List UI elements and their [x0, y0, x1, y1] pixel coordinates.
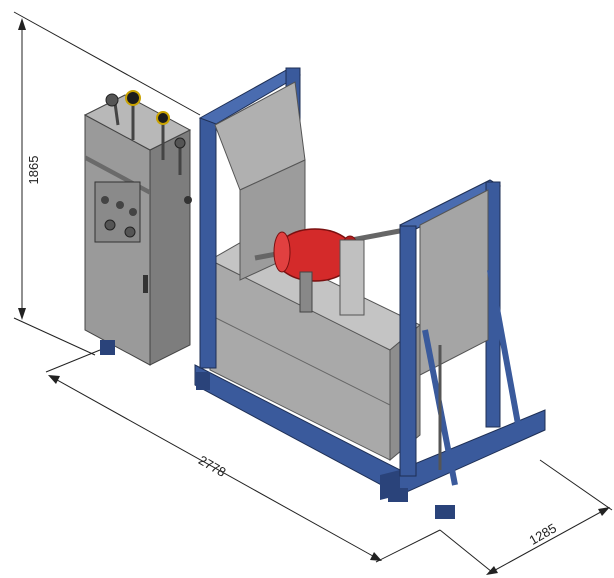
valve-knob: [156, 111, 170, 125]
cabinet-handle: [143, 275, 148, 293]
specimen-support: [299, 271, 313, 313]
gauge: [124, 226, 136, 238]
control-cabinet: [83, 94, 192, 366]
depth-extension-left: [439, 529, 493, 573]
valve-knob: [125, 90, 141, 106]
specimen-clamp: [339, 239, 365, 316]
depth-dimension-line: [487, 507, 609, 575]
control-knob: [116, 201, 124, 209]
test-bench-base: [194, 364, 546, 519]
gauge: [104, 219, 116, 231]
length-dimension-line: [49, 375, 381, 561]
length-extension-right: [375, 529, 441, 563]
base-foot: [196, 372, 210, 390]
base-foot: [435, 505, 455, 519]
control-knob: [129, 208, 137, 216]
base-foot: [388, 488, 408, 502]
height-extension-bottom: [13, 317, 96, 356]
cabinet-valves: [105, 90, 192, 204]
front-shield-panel: [419, 189, 489, 376]
dimension-lines: [13, 11, 613, 575]
length-extension-left: [45, 349, 101, 373]
front-frame: [399, 179, 523, 486]
cabinet-foot: [100, 340, 115, 355]
height-extension-top: [13, 11, 201, 116]
depth-extension-right: [539, 459, 613, 511]
front-strut: [487, 269, 523, 436]
red-cylinder-specimen: [254, 227, 406, 316]
valve-knob: [105, 93, 119, 107]
control-knob: [101, 196, 109, 204]
valve-knob: [174, 137, 186, 149]
length-dimension-label: 2778: [196, 452, 229, 479]
pipe-fitting: [184, 196, 192, 204]
height-dimension-label: 1865: [26, 156, 41, 185]
